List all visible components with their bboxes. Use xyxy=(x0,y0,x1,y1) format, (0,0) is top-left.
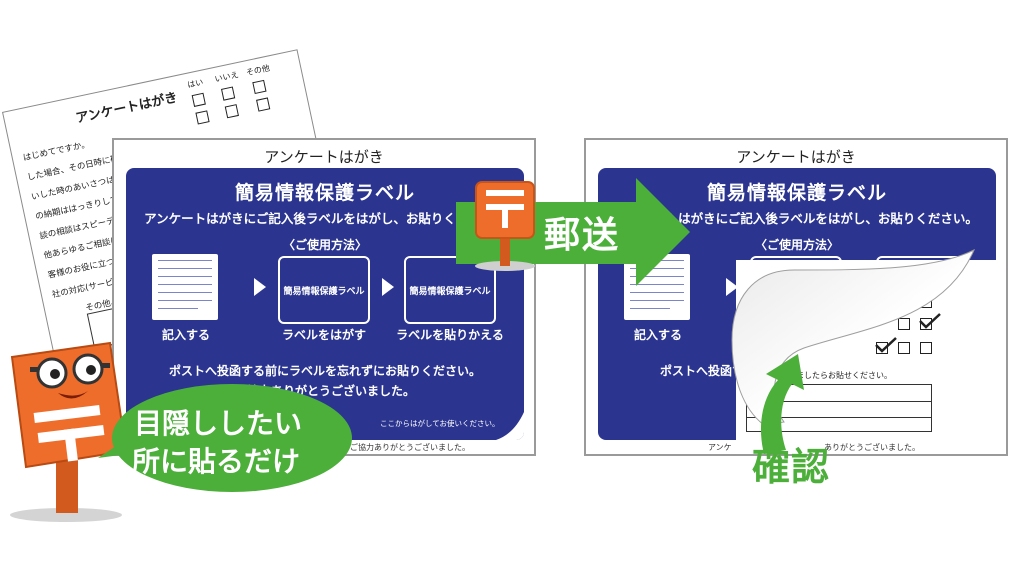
confirm-label: 確認 xyxy=(752,445,831,489)
checkbox xyxy=(191,92,206,107)
right-panel-instruction: アンケートはがきにご記入後ラベルをはがし、お貼りください。 xyxy=(616,211,978,226)
right-usage-heading: 〈ご使用方法〉 xyxy=(754,238,839,252)
mail-label: 郵送 xyxy=(544,215,621,256)
left-panel-title: 簡易情報保護ラベル xyxy=(234,182,415,204)
left-survey-card: アンケートはがき 簡易情報保護ラベル アンケートはがきにご記入後ラベルをはがし、… xyxy=(112,138,536,456)
postbox-icon xyxy=(475,181,535,271)
option-yes-label: はい xyxy=(186,77,205,90)
filled-form-thumbnail xyxy=(152,254,218,320)
right-footer-right: ありがとうございました。 xyxy=(824,443,920,452)
step2-label: ラベルをはがす xyxy=(281,328,366,342)
checkbox xyxy=(256,97,271,112)
step1-label: 記入する xyxy=(633,328,682,342)
checkmark-icon xyxy=(919,313,941,329)
checkbox xyxy=(876,342,888,354)
step-arrow-icon xyxy=(726,278,738,296)
postbox-character-icon xyxy=(10,341,128,522)
confirm-arrow-icon xyxy=(760,354,804,454)
peel-corner-icon xyxy=(496,412,524,440)
checkbox xyxy=(920,342,932,354)
hide-callout-line2: 所に貼るだけ xyxy=(132,445,301,478)
peel-note: ここからはがしてお使いください。 xyxy=(380,419,500,428)
left-panel-instruction: アンケートはがきにご記入後ラベルをはがし、お貼りください。 xyxy=(144,211,506,226)
left-usage-heading: 〈ご使用方法〉 xyxy=(282,238,367,252)
step2-label-box: 簡易情報保護ラベル xyxy=(278,256,370,324)
step-arrow-icon xyxy=(254,278,266,296)
speech-bubble-shape xyxy=(98,384,352,492)
checkbox xyxy=(920,318,932,330)
checkbox xyxy=(195,110,210,125)
right-card-title: アンケートはがき xyxy=(736,148,856,166)
hide-callout-line1: 目隠ししたい xyxy=(134,407,303,440)
checkmark-icon xyxy=(875,337,897,353)
left-notice-post: ポストへ投函する前にラベルを忘れずにお貼りください。 xyxy=(168,364,481,378)
step1-label: 記入する xyxy=(161,328,210,342)
checkbox xyxy=(252,79,267,95)
checkbox xyxy=(224,104,239,119)
step3-label-box: 簡易情報保護ラベル xyxy=(404,256,496,324)
revealed-comment-box xyxy=(746,384,932,432)
option-no-label: いいえ xyxy=(213,70,240,84)
option-other-label: その他 xyxy=(245,63,271,78)
left-card-title: アンケートはがき xyxy=(264,148,384,166)
left-footer: ご協力ありがとうございました。 xyxy=(350,443,470,452)
checkbox xyxy=(220,86,236,101)
right-survey-card: アンケートはがき 簡易情報保護ラベル アンケートはがきにご記入後ラベルをはがし、… xyxy=(584,138,1008,456)
right-notice-tail: ましたらお貼せください。 xyxy=(796,371,892,380)
left-protection-label: 簡易情報保護ラベル アンケートはがきにご記入後ラベルをはがし、お貼りください。 … xyxy=(126,168,524,440)
step3-label: ラベルを貼りかえる xyxy=(396,328,504,342)
right-panel-title: 簡易情報保護ラベル xyxy=(706,182,887,204)
step-arrow-icon xyxy=(382,278,394,296)
peeled-label-curl-icon xyxy=(731,248,975,426)
checkbox xyxy=(898,342,910,354)
right-notice-post: ポストへ投函す xyxy=(659,364,744,378)
right-footer-left: アンケ xyxy=(708,443,732,452)
back-sheet-title: アンケートはがき xyxy=(74,90,179,127)
checkbox xyxy=(898,318,910,330)
